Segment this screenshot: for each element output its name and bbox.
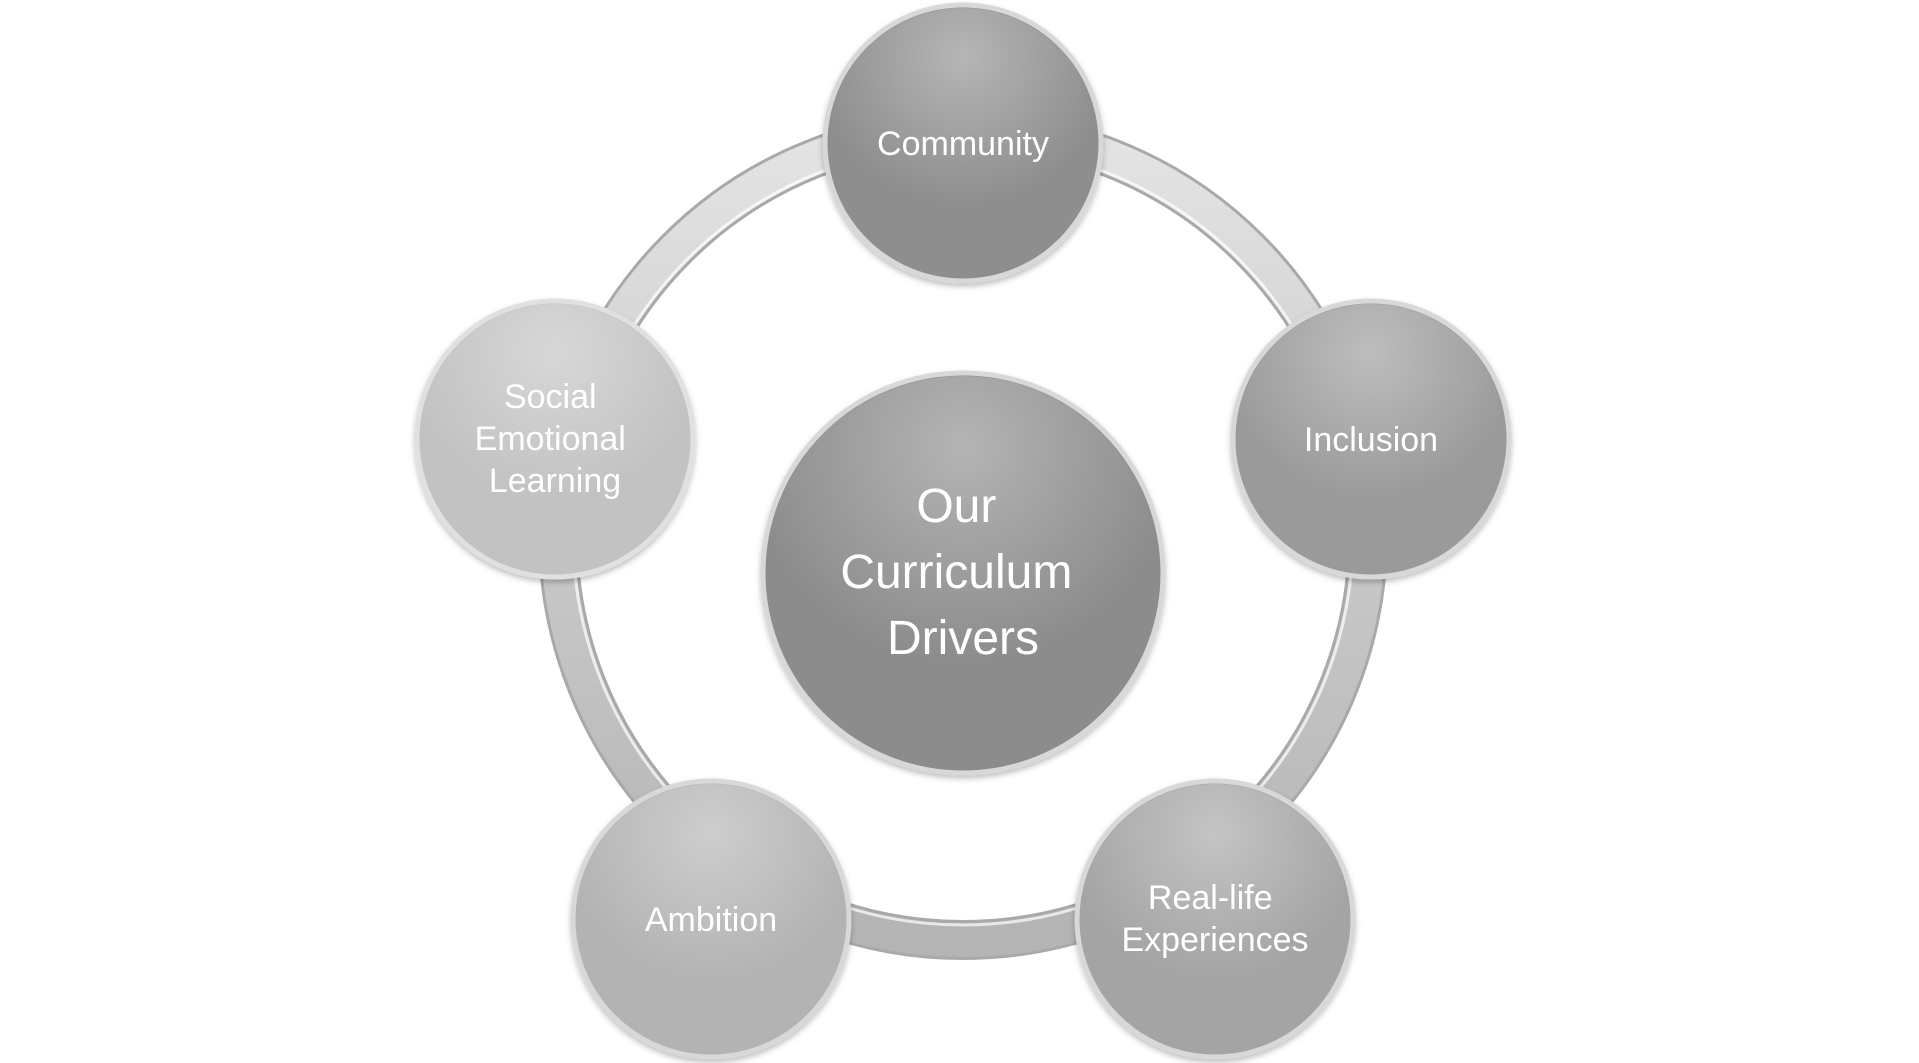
driver-label-line: Emotional — [475, 420, 626, 458]
driver-node-real-life-experiences: Real-life Experiences — [1074, 778, 1356, 1060]
driver-label-community: Community — [877, 125, 1049, 163]
driver-label-real-life-experiences: Real-life Experiences — [1121, 879, 1308, 959]
driver-label-inclusion: Inclusion — [1304, 421, 1438, 459]
center-title-line-1: Our — [916, 480, 996, 533]
driver-node-community: Community — [822, 2, 1104, 284]
driver-label-ambition: Ambition — [645, 901, 777, 939]
driver-label-line: Social — [504, 378, 597, 416]
driver-node-ambition: Ambition — [570, 778, 852, 1060]
driver-label-line: Learning — [489, 462, 621, 500]
driver-label-line: Community — [877, 125, 1049, 163]
driver-label-line: Ambition — [645, 901, 777, 939]
driver-node-inclusion: Inclusion — [1230, 298, 1512, 580]
driver-label-line: Inclusion — [1304, 421, 1438, 459]
driver-label-social-emotional-learning: Social Emotional Learning — [475, 378, 636, 500]
center-title: Our Curriculum Drivers — [840, 480, 1085, 665]
center-circle: Our Curriculum Drivers — [760, 370, 1166, 776]
driver-label-line: Real-life — [1148, 879, 1273, 917]
driver-node-social-emotional-learning: Social Emotional Learning — [414, 298, 696, 580]
driver-label-line: Experiences — [1121, 921, 1308, 959]
center-title-line-3: Drivers — [887, 612, 1039, 665]
center-title-line-2: Curriculum — [840, 546, 1072, 599]
